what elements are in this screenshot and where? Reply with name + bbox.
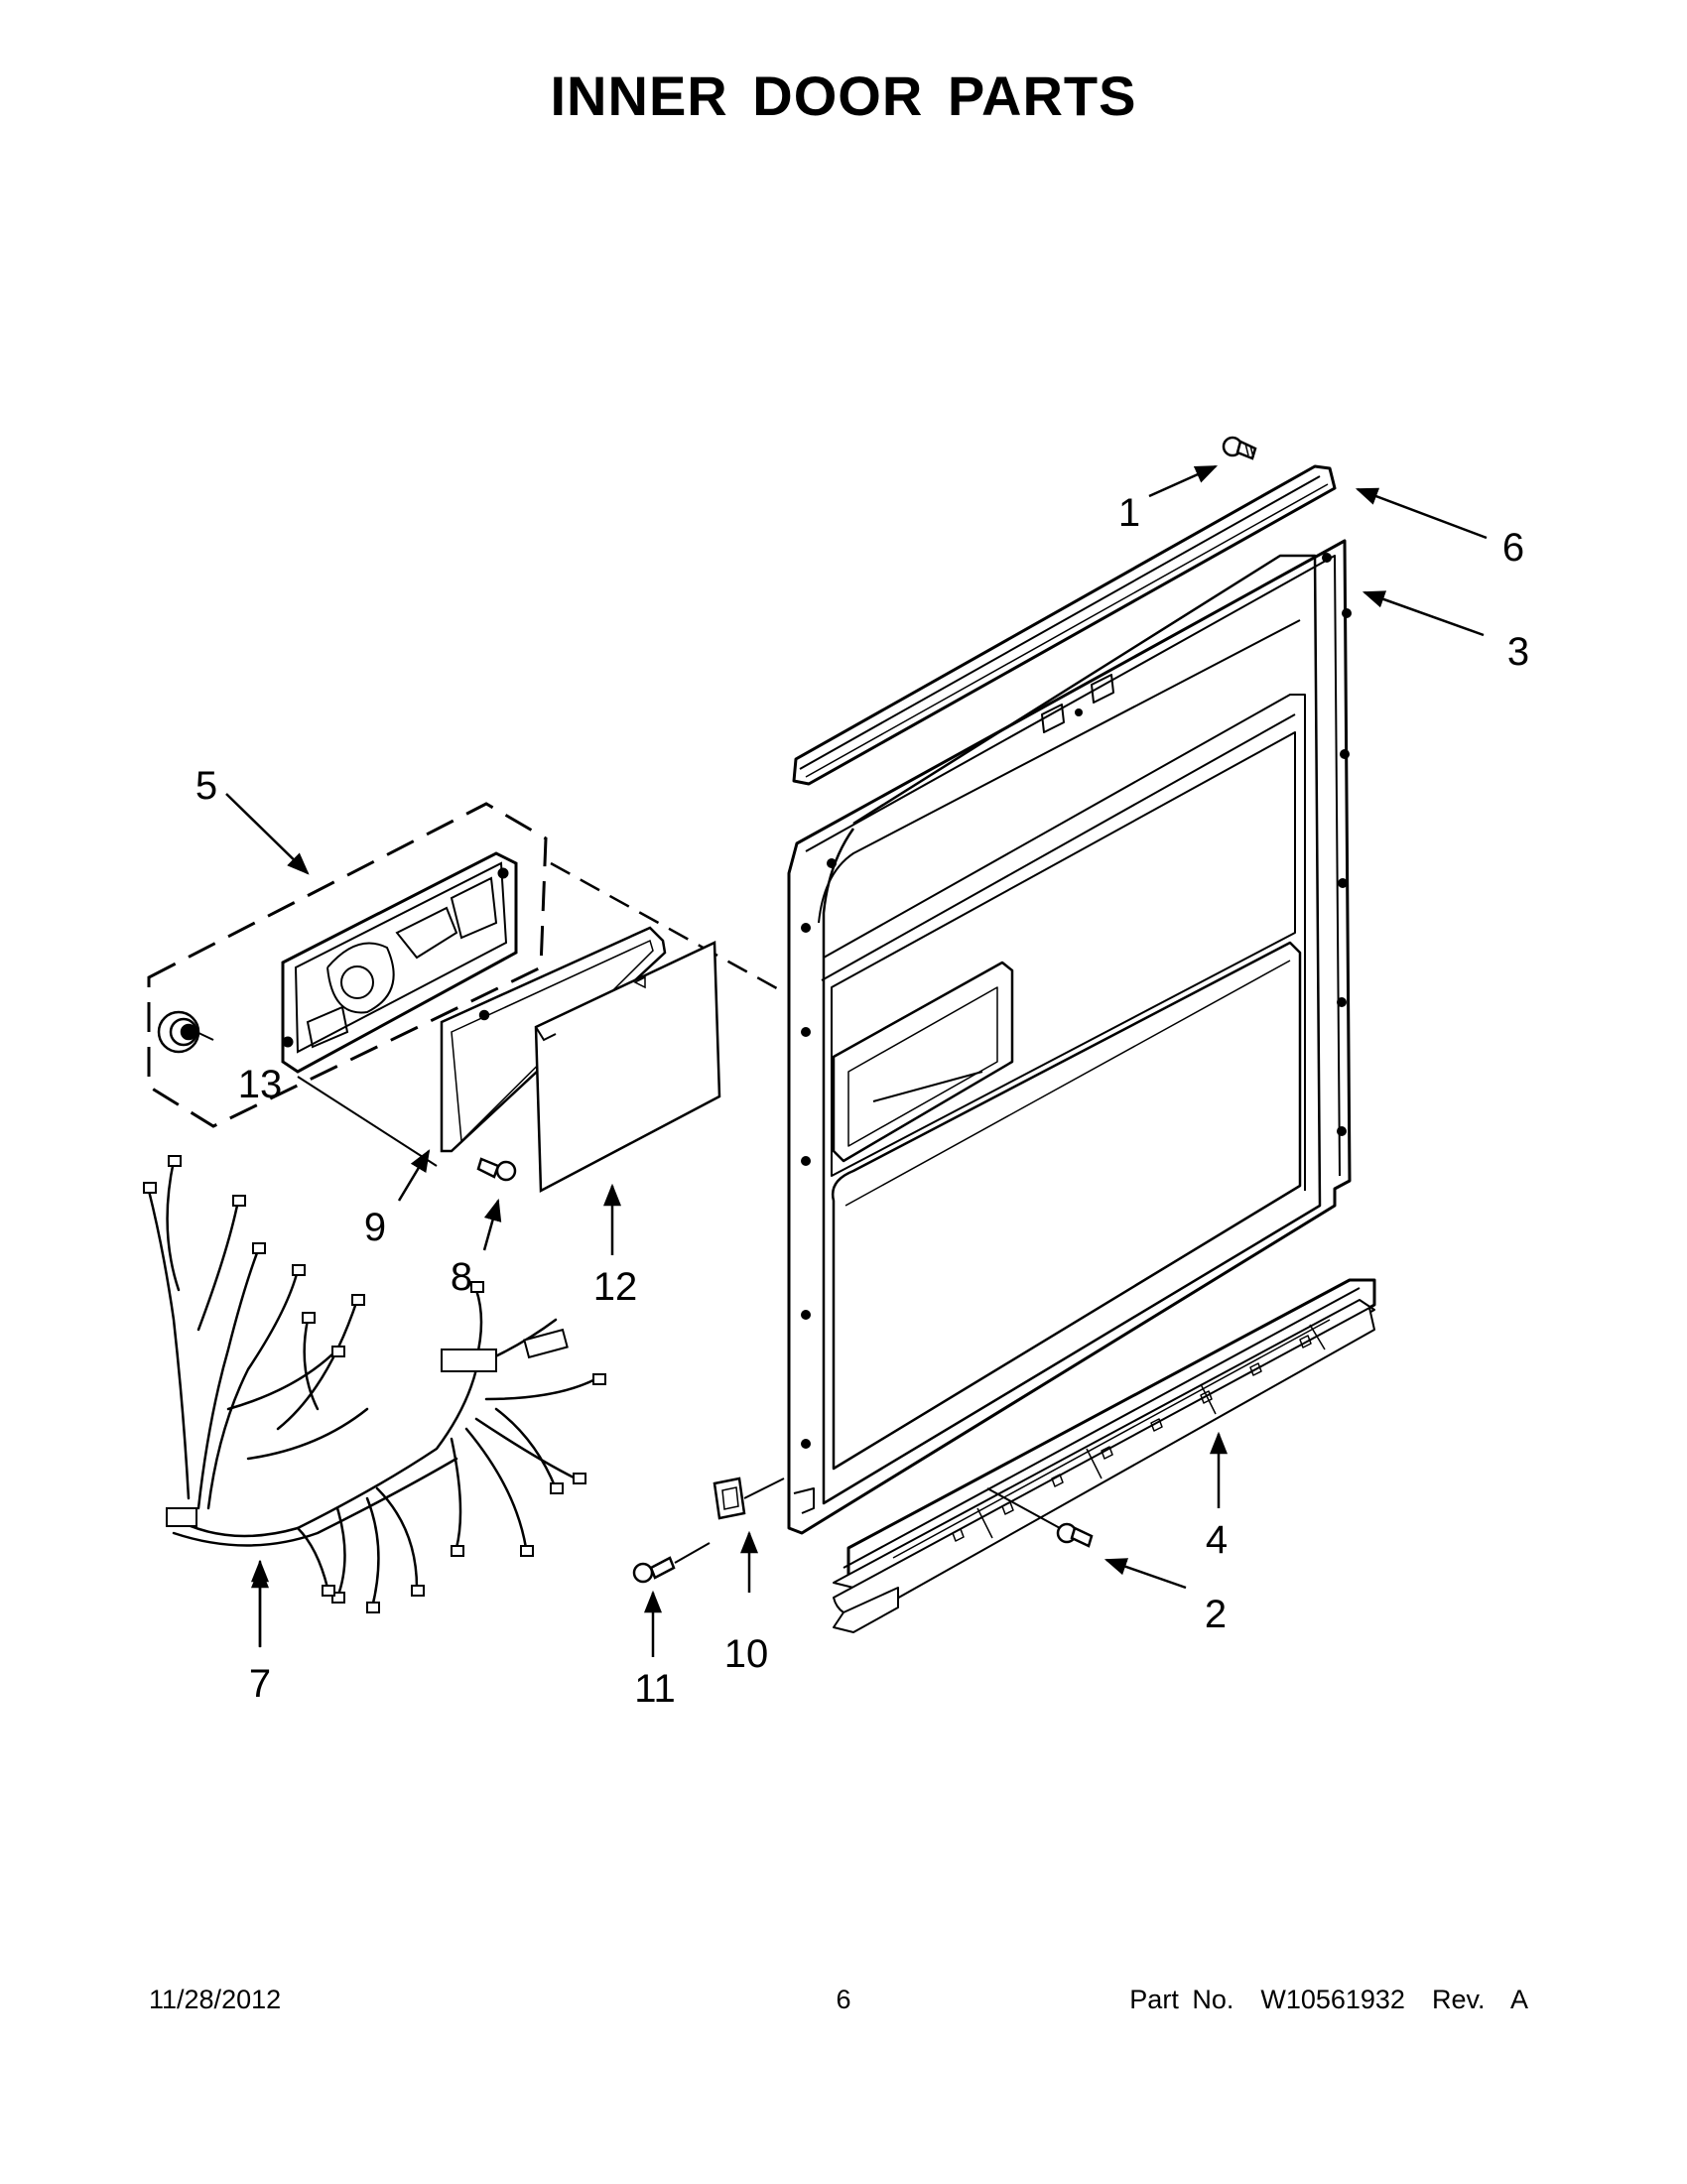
callout-11: 11 bbox=[634, 1667, 676, 1711]
screw-part-1 bbox=[1222, 436, 1257, 460]
top-vent-strip bbox=[792, 464, 1337, 786]
callout-6: 6 bbox=[1502, 526, 1524, 570]
callout-4: 4 bbox=[1206, 1518, 1228, 1562]
callout-10: 10 bbox=[724, 1632, 769, 1676]
callout-9: 9 bbox=[364, 1206, 386, 1249]
footer-page-number: 6 bbox=[836, 1985, 851, 2014]
wire-harness bbox=[143, 1155, 606, 1648]
inner-door-panel bbox=[787, 539, 1352, 1535]
footer-date: 11/28/2012 bbox=[149, 1985, 282, 2014]
callout-13: 13 bbox=[238, 1063, 283, 1106]
lower-vent-assembly bbox=[833, 1278, 1376, 1633]
screw-part-11 bbox=[632, 1542, 711, 1584]
knob-part-13 bbox=[157, 1010, 214, 1054]
callout-3: 3 bbox=[1507, 630, 1529, 674]
circuit-board-part-12 bbox=[534, 941, 721, 1194]
footer-part-number: Part No. W10561932 Rev. A bbox=[1129, 1985, 1528, 2014]
page-title: INNER DOOR PARTS bbox=[550, 64, 1137, 127]
callout-8: 8 bbox=[451, 1255, 472, 1299]
callout-1: 1 bbox=[1118, 491, 1140, 535]
control-module-assembly bbox=[147, 802, 785, 1167]
callout-12: 12 bbox=[593, 1265, 638, 1309]
callout-arrows bbox=[225, 464, 1488, 1657]
callout-5: 5 bbox=[195, 764, 217, 808]
callout-7: 7 bbox=[249, 1662, 271, 1706]
bracket-part-10 bbox=[713, 1477, 785, 1520]
callout-labels: 1 6 3 5 13 9 8 12 4 2 7 10 11 bbox=[195, 491, 1529, 1711]
screw-part-8 bbox=[476, 1157, 517, 1182]
callout-2: 2 bbox=[1205, 1593, 1227, 1636]
screw-part-2 bbox=[986, 1487, 1094, 1548]
